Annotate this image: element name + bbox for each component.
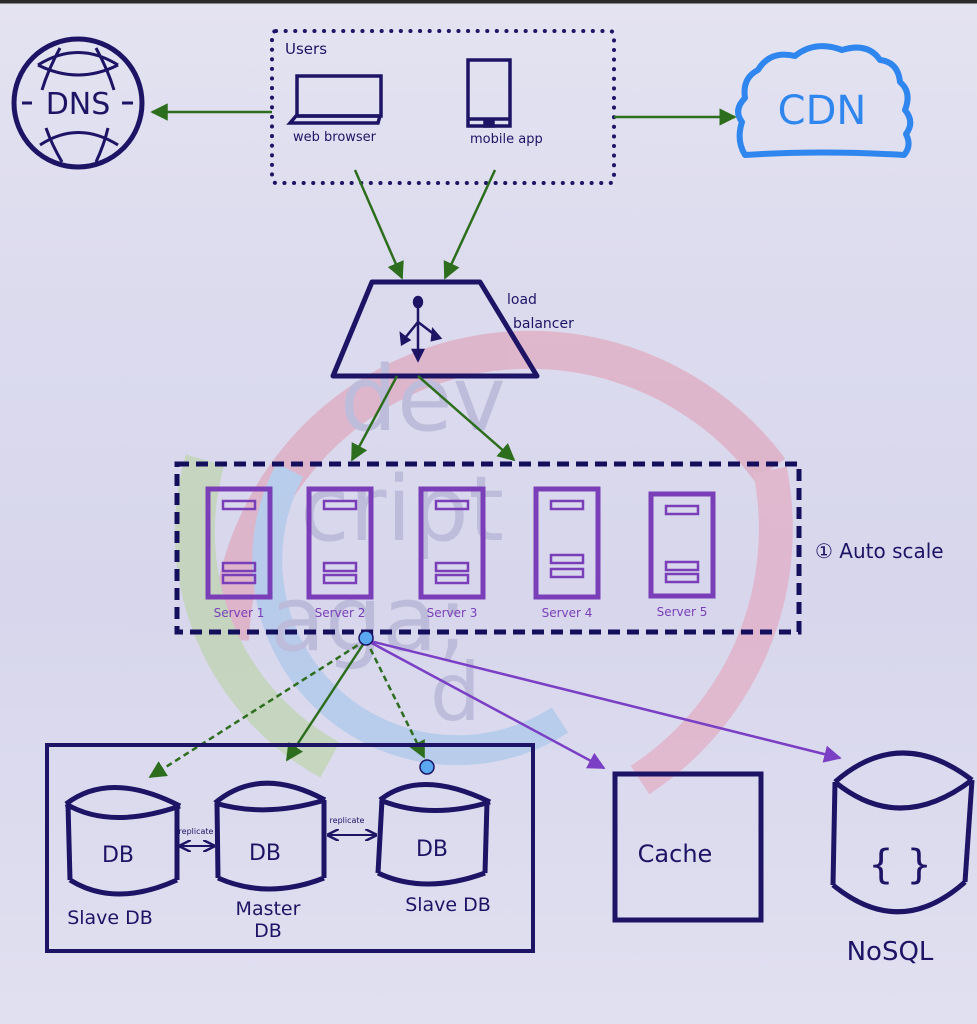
watermark-text-1: dev bbox=[340, 347, 506, 452]
arrow-to-cache bbox=[365, 638, 606, 770]
master-db-label-line2: DB bbox=[254, 920, 282, 942]
cloud-icon bbox=[735, 43, 914, 158]
nosql-label: NoSQL bbox=[847, 937, 934, 967]
nosql-cylinder-icon bbox=[830, 750, 975, 915]
server-slot bbox=[549, 567, 585, 579]
server-fanout bbox=[148, 630, 842, 779]
arrow-mobile-to-lb bbox=[443, 169, 497, 280]
server-slot bbox=[664, 572, 700, 584]
auto-scale-note: ① Auto scale bbox=[815, 539, 944, 563]
dns-label: DNS bbox=[46, 87, 111, 122]
server-slot bbox=[549, 499, 585, 511]
arrow-to-slave-right bbox=[364, 639, 426, 759]
mobile-phone-icon bbox=[466, 58, 512, 128]
server-label: Server 5 bbox=[657, 605, 708, 619]
server-rack-icon bbox=[205, 486, 273, 600]
server-slot bbox=[322, 499, 358, 511]
server-rack-icon bbox=[648, 491, 716, 599]
server-label: Server 4 bbox=[542, 606, 593, 620]
users-group[interactable]: Users web browser mobile app bbox=[270, 29, 616, 185]
server-group[interactable]: Server 1 Server 2 Server 3 Server 4 Server 5… bbox=[174, 461, 944, 635]
database-cylinder-icon bbox=[64, 785, 182, 897]
cache-box bbox=[612, 771, 764, 923]
cdn-node[interactable]: CDN bbox=[735, 43, 914, 158]
server-slot bbox=[434, 573, 470, 585]
slave-db-right-label: Slave DB bbox=[405, 894, 491, 916]
server-rack-icon bbox=[306, 486, 374, 600]
slave-db-left-label: Slave DB bbox=[67, 907, 153, 929]
slave-db-right-inner: DB bbox=[416, 837, 448, 862]
server-list: Server 1 Server 2 Server 3 Server 4 Server 5 bbox=[205, 486, 716, 620]
users-box bbox=[270, 29, 616, 185]
laptop-icon bbox=[286, 74, 383, 125]
server-rack-icon bbox=[418, 486, 486, 600]
users-title: Users bbox=[285, 40, 327, 58]
server-label: Server 2 bbox=[315, 606, 366, 620]
arrow-to-nosql bbox=[365, 638, 842, 763]
lb-label-line1: load bbox=[507, 292, 537, 308]
arrow-web-to-lb bbox=[353, 169, 404, 280]
database-cylinder-icon bbox=[375, 782, 492, 887]
master-db-label-line1: Master bbox=[236, 898, 301, 920]
server-slot bbox=[322, 573, 358, 585]
cache-label: Cache bbox=[638, 840, 713, 868]
server-3[interactable]: Server 3 bbox=[418, 486, 486, 620]
server-1[interactable]: Server 1 bbox=[205, 486, 273, 620]
cdn-label: CDN bbox=[778, 88, 867, 134]
lb-label-line2: balancer bbox=[513, 316, 574, 332]
server-label: Server 1 bbox=[214, 606, 265, 620]
arrow-lb-to-server-left bbox=[350, 375, 399, 462]
database-cylinder-icon bbox=[213, 780, 327, 892]
database-group[interactable]: DB Slave DB DB Master DB DB bbox=[45, 743, 535, 953]
load-balancer-node[interactable]: load balancer bbox=[330, 279, 574, 379]
server-slot bbox=[664, 560, 700, 572]
slave-db-left[interactable]: DB Slave DB bbox=[64, 785, 182, 929]
master-db-inner: DB bbox=[249, 841, 281, 866]
server-slot bbox=[221, 499, 257, 511]
watermark-text-4: d bbox=[430, 646, 481, 739]
server-slot bbox=[434, 561, 470, 573]
server-group-box bbox=[174, 461, 802, 635]
split-arrows-icon bbox=[399, 295, 443, 363]
arrow-lb-to-server-right bbox=[417, 375, 516, 462]
cache-node[interactable]: Cache bbox=[612, 771, 764, 923]
master-db[interactable]: DB Master DB bbox=[213, 780, 327, 942]
server-slot bbox=[322, 561, 358, 573]
arrow-to-slave-left bbox=[148, 638, 367, 779]
load-balancer-shape bbox=[330, 279, 540, 379]
server-slot bbox=[434, 499, 470, 511]
arrow-to-master bbox=[285, 639, 368, 762]
mobile-app-label: mobile app bbox=[470, 132, 543, 147]
server-label: Server 3 bbox=[427, 606, 478, 620]
replicate-label-right: replicate bbox=[330, 816, 365, 825]
web-browser-label: web browser bbox=[293, 130, 377, 145]
server-slot bbox=[221, 561, 257, 573]
replica-dot bbox=[419, 759, 435, 775]
replicate-label-left: replicate bbox=[179, 827, 214, 836]
globe-icon bbox=[11, 36, 145, 170]
curly-braces-icon: { } bbox=[868, 842, 932, 888]
server-rack-icon bbox=[533, 486, 601, 600]
server-slot bbox=[221, 573, 257, 585]
server-slot bbox=[549, 553, 585, 565]
dns-node[interactable]: DNS bbox=[11, 36, 145, 170]
server-2[interactable]: Server 2 bbox=[306, 486, 374, 620]
server-4[interactable]: Server 4 bbox=[533, 486, 601, 620]
watermark-ring-pink-2 bbox=[630, 466, 793, 795]
server-5[interactable]: Server 5 bbox=[648, 491, 716, 619]
junction-dot bbox=[358, 630, 374, 646]
slave-db-left-inner: DB bbox=[102, 843, 134, 868]
nosql-node[interactable]: { } NoSQL bbox=[830, 750, 975, 967]
slave-db-right[interactable]: DB Slave DB bbox=[375, 759, 492, 916]
server-slot bbox=[664, 504, 700, 516]
database-group-box bbox=[45, 743, 535, 953]
